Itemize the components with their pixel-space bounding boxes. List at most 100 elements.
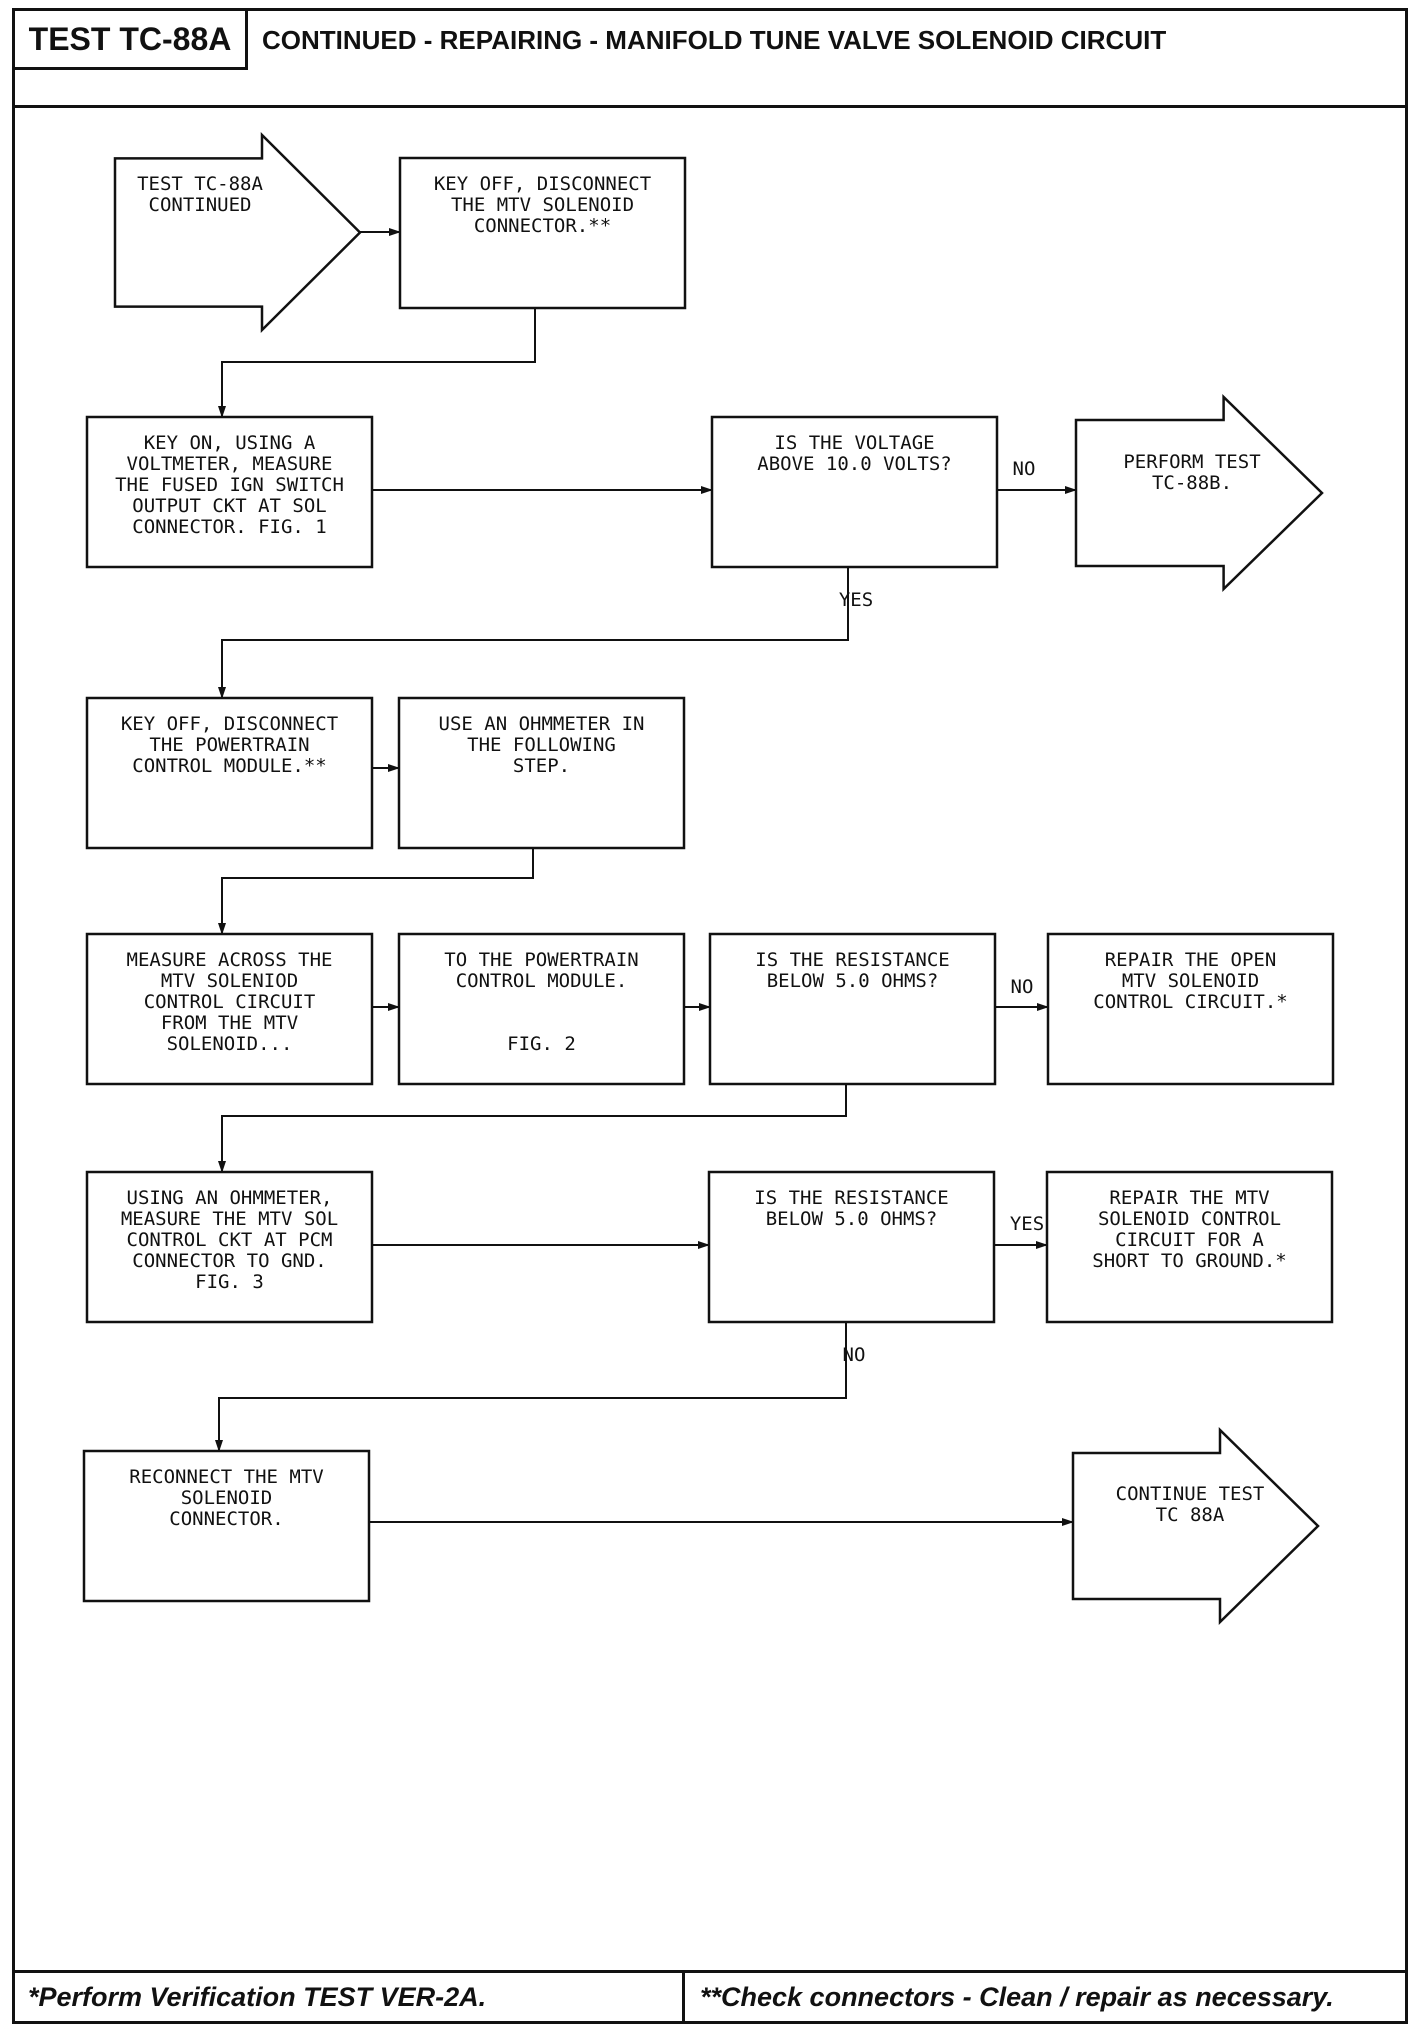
footnote-connectors: **Check connectors - Clean / repair as n… <box>700 1982 1334 2012</box>
node-text-line: STEP. <box>513 755 570 777</box>
node-using-ohmmeter: USING AN OHMMETER,MEASURE THE MTV SOLCON… <box>85 1170 374 1324</box>
edge-label: NO <box>1011 976 1034 998</box>
node-text-line: MEASURE THE MTV SOL <box>121 1208 338 1230</box>
node-text-line: TC-88B. <box>1152 472 1232 494</box>
node-shape-start <box>113 131 362 334</box>
node-text-line: CONTROL MODULE. <box>456 970 628 992</box>
node-text-line: CONNECTOR.** <box>474 215 611 237</box>
node-text-line: MEASURE ACROSS THE <box>127 949 333 971</box>
node-text-line: USE AN OHMMETER IN <box>439 713 645 735</box>
node-text-line: TC 88A <box>1156 1504 1225 1526</box>
node-text-line: THE MTV SOLENOID <box>451 194 634 216</box>
node-shape-key-off-pcm <box>85 696 374 850</box>
node-text-line: OUTPUT CKT AT SOL <box>132 495 326 517</box>
node-text-line: CONTINUE TEST <box>1116 1483 1265 1505</box>
node-text-line: MTV SOLENIOD <box>161 970 298 992</box>
node-text-line: CONNECTOR. <box>169 1508 283 1530</box>
edges-layer <box>215 228 1077 1526</box>
node-text-line: CIRCUIT FOR A <box>1115 1229 1264 1251</box>
node-text-line: USING AN OHMMETER, <box>127 1187 333 1209</box>
edge-label: YES <box>1010 1213 1044 1235</box>
node-text-line: KEY OFF, DISCONNECT <box>434 173 651 195</box>
node-text-line: CONNECTOR. FIG. 1 <box>132 516 326 538</box>
node-text-line: PERFORM TEST <box>1123 451 1260 473</box>
node-text-line: THE FUSED IGN SWITCH <box>115 474 344 496</box>
node-shape-resistance-question-2 <box>707 1170 996 1324</box>
node-shape-to-pcm <box>397 932 686 1086</box>
node-text-line: RECONNECT THE MTV <box>129 1466 323 1488</box>
node-text-line: IS THE RESISTANCE <box>754 1187 948 1209</box>
node-text-line: CONNECTOR TO GND. <box>132 1250 326 1272</box>
node-text-line: SOLENOID <box>181 1487 273 1509</box>
node-text-line: VOLTMETER, MEASURE <box>127 453 333 475</box>
node-text-line: MTV SOLENOID <box>1122 970 1259 992</box>
node-text-line: REPAIR THE MTV <box>1109 1187 1269 1209</box>
node-text-line: FROM THE MTV <box>161 1012 298 1034</box>
node-text-line: FIG. 2 <box>507 1033 576 1055</box>
node-shape-resistance-question-1 <box>708 932 997 1086</box>
node-shape-measure-across <box>85 932 374 1086</box>
page-frame <box>12 8 1408 2024</box>
node-text-line: CONTROL MODULE.** <box>132 755 326 777</box>
node-text-line: IS THE RESISTANCE <box>755 949 949 971</box>
node-text-line: IS THE VOLTAGE <box>774 432 934 454</box>
node-text-line: THE FOLLOWING <box>467 734 616 756</box>
node-text-line: CONTINUED <box>149 194 252 216</box>
node-shape-using-ohmmeter <box>85 1170 374 1324</box>
footer-divider <box>682 1970 685 2024</box>
node-text-line: TEST TC-88A <box>137 173 263 195</box>
test-id-badge: TEST TC-88A <box>12 8 248 70</box>
node-text-line: FIG. 3 <box>195 1271 264 1293</box>
node-text-line: CONTROL CKT AT PCM <box>127 1229 333 1251</box>
node-shape-voltage-question <box>710 415 999 569</box>
node-shape-reconnect <box>82 1449 371 1603</box>
header-row <box>12 8 1408 108</box>
node-text-line: BELOW 5.0 OHMS? <box>766 1208 938 1230</box>
edge-resistance-question-2-to-reconnect <box>215 1322 847 1452</box>
edge-voltage-question-to-key-off-pcm <box>218 567 849 699</box>
node-text-line: ABOVE 10.0 VOLTS? <box>757 453 951 475</box>
node-text-line: THE POWERTRAIN <box>149 734 309 756</box>
node-shape-repair-short <box>1045 1170 1334 1324</box>
edge-use-ohmmeter-to-measure-across <box>218 848 534 935</box>
node-text-line: TO THE POWERTRAIN <box>444 949 638 971</box>
node-shape-key-on-measure <box>85 415 374 569</box>
node-text-line: BELOW 5.0 OHMS? <box>767 970 939 992</box>
edge-label: NO <box>1013 458 1036 480</box>
node-shape-continue-test <box>1071 1427 1320 1625</box>
node-text-line: REPAIR THE OPEN <box>1105 949 1277 971</box>
node-shape-repair-open <box>1046 932 1335 1086</box>
footer-row <box>12 1970 1408 2024</box>
node-text-line: KEY ON, USING A <box>144 432 316 454</box>
edge-key-off-mtv-to-key-on-measure <box>218 308 536 418</box>
page-title: CONTINUED - REPAIRING - MANIFOLD TUNE VA… <box>262 25 1167 55</box>
node-text-line: SHORT TO GROUND.* <box>1092 1250 1286 1272</box>
footnote-verification: *Perform Verification TEST VER-2A. <box>28 1982 487 2012</box>
node-text-line: CONTROL CIRCUIT.* <box>1093 991 1287 1013</box>
node-text-line: SOLENOID... <box>167 1033 293 1055</box>
node-shape-perform-tc88b <box>1074 394 1324 592</box>
node-shape-key-off-mtv <box>398 156 687 310</box>
edge-label: YES <box>839 589 873 611</box>
node-shape-use-ohmmeter <box>397 696 686 850</box>
node-text-line: KEY OFF, DISCONNECT <box>121 713 338 735</box>
